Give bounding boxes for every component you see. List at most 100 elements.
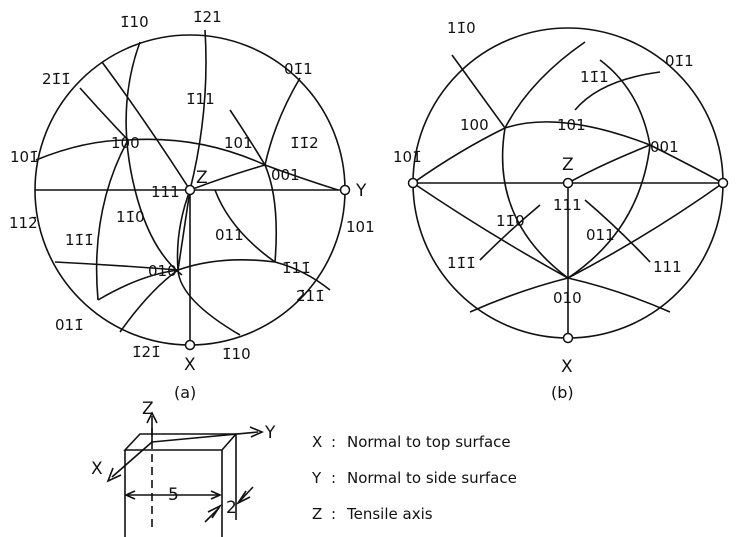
pole-marker-b (407, 177, 419, 189)
pole-label: 11̄1 (580, 68, 609, 86)
great-circle-arc (574, 71, 661, 111)
great-circle-arc (79, 87, 129, 141)
pole-labels-b: 11̄0 01̄1 11̄1 101 100 001 101̄ 111 11̄0… (393, 19, 694, 402)
pole-label: 010 (553, 289, 582, 307)
great-circle-arc (127, 138, 266, 166)
great-circle-arc (101, 61, 191, 191)
width-arrow-left (124, 490, 136, 500)
great-circle-arc (177, 189, 191, 271)
pole-label: 11̄0 (447, 19, 476, 37)
thickness-arrow-right-shaft (238, 486, 254, 503)
great-circle-arc (567, 144, 651, 184)
pole-markers-a (184, 184, 351, 351)
pole-label: 112̄ (9, 214, 38, 232)
great-circle-arc (412, 182, 569, 279)
pole-label: 1̄21 (193, 8, 222, 26)
thickness-arrow-right (235, 490, 251, 506)
axis-legend: X : Normal to top surface Y : Normal to … (311, 433, 517, 523)
pole-label: 11̄0 (116, 208, 145, 226)
pole-label: 1̄11 (186, 90, 215, 108)
specimen-x-label: X (91, 459, 103, 479)
x-pole-marker-a (184, 339, 196, 351)
x-pole-marker-b (562, 332, 574, 344)
pole-label: 1̄10 (222, 345, 251, 363)
specimen-sketch (106, 411, 265, 537)
x-arrow-shaft (111, 441, 153, 478)
great-circle-arc (649, 144, 724, 184)
legend-sep: : (331, 469, 336, 487)
pole-label: 01̄1 (665, 52, 694, 70)
axis-label-x-a: X (184, 355, 196, 375)
legend-axis: X (312, 433, 322, 451)
pole-label: 010 (148, 262, 177, 280)
great-circle-arc (599, 59, 651, 146)
y-arrowhead (249, 426, 265, 438)
great-circle-arc (567, 277, 671, 313)
great-circle-arc (479, 204, 541, 261)
great-circle-arc (567, 182, 724, 279)
pole-label: 101 (346, 218, 375, 236)
great-circle-arc (35, 139, 129, 161)
pole-label: 011 (586, 226, 615, 244)
pole-label: 001 (271, 166, 300, 184)
pole-label: 11̄1̄ (447, 254, 476, 272)
pole-label: 2̄11̄ (296, 287, 325, 305)
great-circle-arc (119, 269, 179, 333)
width-arrow-right (210, 490, 222, 500)
axis-label-z-b: Z (562, 155, 574, 175)
axis-label-z-a: Z (196, 168, 208, 188)
great-circle-arc (584, 199, 651, 263)
specimen-width-value: 5 (168, 485, 179, 505)
pole-label: 101 (557, 116, 586, 134)
pole-label: 100 (111, 134, 140, 152)
legend-text: Normal to side surface (347, 469, 517, 487)
z-pole-marker-b (562, 177, 574, 189)
specimen-y-label: Y (264, 423, 276, 443)
pole-label: 11̄1̄ (65, 231, 94, 249)
great-circle-arc (567, 144, 651, 279)
legend-sep: : (331, 505, 336, 523)
great-circle-arc (264, 77, 301, 166)
great-circle-arc (504, 121, 651, 146)
great-circle-arc (264, 164, 339, 191)
legend-text: Normal to top surface (347, 433, 511, 451)
thickness-arrow-left-shaft (204, 507, 220, 523)
great-circle-arc (176, 29, 207, 271)
pole-label: 1̄10 (120, 13, 149, 31)
pole-label: 1̄21̄ (132, 343, 161, 361)
pole-label: 21̄1̄ (42, 70, 71, 88)
specimen-thickness-value: 2 (226, 498, 237, 518)
pole-label: 111 (653, 258, 682, 276)
pole-label: 101̄ (393, 148, 422, 166)
z-pole-marker-a (184, 184, 196, 196)
legend-sep: : (331, 433, 336, 451)
pole-label: 01̄1 (284, 60, 313, 78)
pole-label: 011 (215, 226, 244, 244)
z-arrowhead (146, 411, 158, 424)
great-circle-arc (504, 41, 586, 129)
axis-label-y-a: Y (355, 181, 367, 201)
specimen-z-label: Z (142, 399, 154, 419)
great-circle-arc (54, 261, 179, 271)
y-arrow-shaft (151, 431, 259, 443)
pole-labels-a: 1̄10 1̄21 01̄1 21̄1̄ 1̄11 100 101 1̄1̄2 … (9, 8, 375, 402)
pole-label: 011̄ (55, 316, 84, 334)
pole-label: 101 (224, 134, 253, 152)
pole-label: 001 (650, 138, 679, 156)
caption-a: (a) (174, 383, 196, 402)
pole-label: 100 (460, 116, 489, 134)
great-circle-arc (125, 41, 183, 276)
pole-label: 111 (151, 183, 180, 201)
great-circle-arc (214, 189, 276, 263)
great-circle-arc (95, 139, 129, 301)
y-pole-marker-a (339, 184, 351, 196)
y-pole-marker-b (717, 177, 729, 189)
great-circle-arc (177, 269, 241, 336)
legend-text: Tensile axis (346, 505, 433, 523)
pole-label: 1̄1̄2 (290, 134, 319, 152)
great-circle-arc (501, 127, 569, 279)
great-circle-arc (412, 127, 506, 184)
x-arrowhead (106, 467, 122, 483)
great-circle-arc (469, 277, 569, 313)
